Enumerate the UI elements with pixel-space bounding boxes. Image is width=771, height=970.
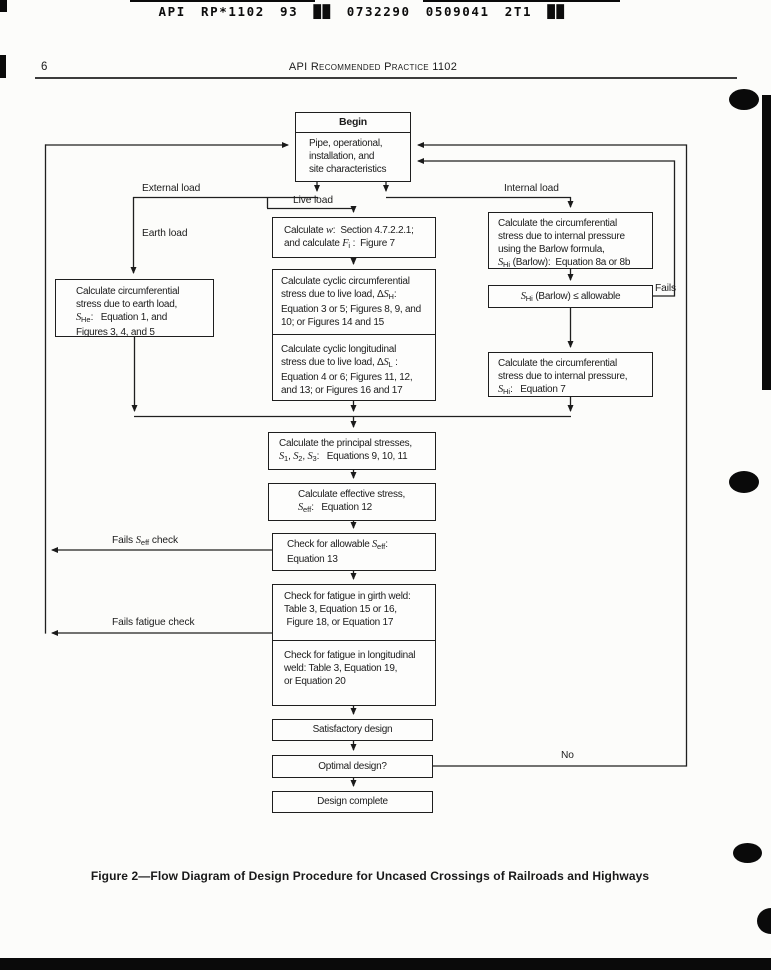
scan-top-line-left (130, 0, 315, 2)
node-satisfactory-design: Satisfactory design (272, 719, 433, 741)
scan-blob-corner (757, 908, 771, 934)
node-optimal-design: Optimal design? (272, 755, 433, 778)
edge-label-fails-seff-check: Fails Seff check (112, 535, 178, 547)
scan-dot-top (729, 89, 759, 110)
node-effective-stress: Calculate effective stress,Seff: Equatio… (268, 483, 436, 521)
node-begin-title: Begin (296, 113, 410, 133)
edge-label-no: No (561, 750, 574, 761)
edge-label-earth-load: Earth load (142, 228, 188, 239)
scan-top-line-right (423, 0, 620, 2)
edge-label-internal-load: Internal load (504, 183, 559, 194)
edge-label-live-load: Live load (293, 195, 333, 206)
edge-label-fails-fatigue-check: Fails fatigue check (112, 617, 195, 628)
scan-dot-bottom (733, 843, 762, 863)
scan-left-edge-mark (0, 55, 6, 78)
node-calculate-w: Calculate w: Section 4.7.2.2.1;and calcu… (272, 217, 436, 258)
header-rule (35, 77, 737, 79)
node-begin: Begin Pipe, operational,installation, an… (295, 112, 411, 182)
scan-bottom-band (0, 958, 771, 970)
ocr-scan-line: API RP*1102 93 ██ 0732290 0509041 2T1 ██ (158, 4, 566, 19)
node-fatigue-girth-weld: Check for fatigue in girth weld:Table 3,… (272, 584, 436, 641)
figure-caption: Figure 2—Flow Diagram of Design Procedur… (90, 869, 650, 883)
scan-dot-middle (729, 471, 759, 493)
scan-right-border (762, 95, 771, 390)
edge-label-external-load: External load (142, 183, 201, 194)
node-barlow-allowable-check: SHi (Barlow) ≤ allowable (488, 285, 653, 308)
page-number: 6 (41, 61, 48, 73)
node-design-complete: Design complete (272, 791, 433, 813)
node-check-allowable-seff: Check for allowable Seff:Equation 13 (272, 533, 436, 571)
running-title: API Recommended Practice 1102 (288, 61, 458, 73)
node-principal-stresses: Calculate the principal stresses,S1, S2,… (268, 432, 436, 470)
scan-corner-mark (0, 0, 7, 12)
feedback-left-loop (44, 142, 289, 636)
edge-label-fails: Fails (655, 283, 677, 294)
